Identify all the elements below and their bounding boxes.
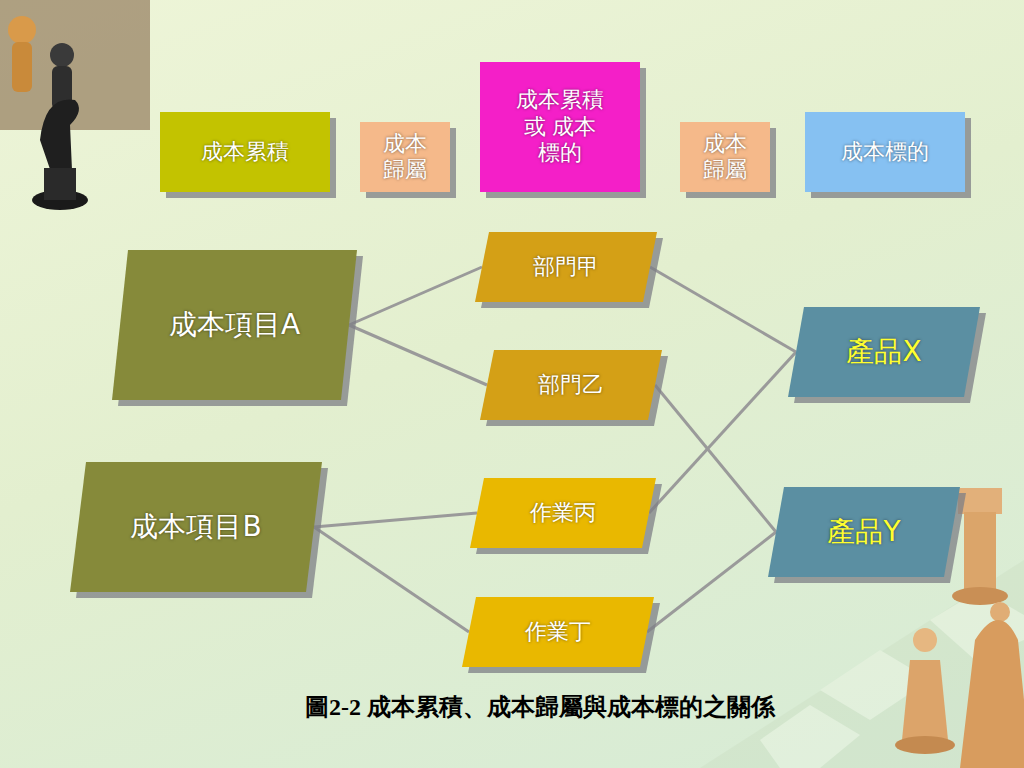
box-label: 作業丁 xyxy=(525,619,591,645)
box-face xyxy=(360,122,450,192)
activity-box: 作業丙 xyxy=(470,478,656,548)
connector-line xyxy=(314,527,469,632)
connector-line xyxy=(349,325,487,385)
box-face xyxy=(70,462,322,592)
connector-line xyxy=(349,267,482,325)
box-label: 成本 歸屬 xyxy=(380,131,431,184)
box-label: 部門乙 xyxy=(538,372,604,398)
header-box: 成本累積 或 成本標的 xyxy=(480,62,640,192)
box-label: 成本累積 xyxy=(201,139,289,165)
department-box: 部門乙 xyxy=(480,350,662,420)
connector-line xyxy=(647,532,776,632)
box-face xyxy=(805,112,965,192)
chessboard xyxy=(700,560,1024,768)
box-label: 成本標的 xyxy=(841,139,929,165)
box-face xyxy=(680,122,770,192)
connector-line xyxy=(314,513,477,527)
box-label: 成本項目B xyxy=(130,510,261,544)
box-face xyxy=(112,250,357,400)
box-label: 產品X xyxy=(846,335,921,369)
product-box: 產品X xyxy=(788,307,980,397)
box-face xyxy=(768,487,960,577)
header-box: 成本 歸屬 xyxy=(680,122,770,192)
header-box: 成本累積 xyxy=(160,112,330,192)
box-face xyxy=(480,350,662,420)
cost-item-box: 成本項目B xyxy=(70,462,322,592)
header-box: 成本 歸屬 xyxy=(360,122,450,192)
connector-line xyxy=(649,352,796,513)
box-face xyxy=(462,597,654,667)
connector-line xyxy=(650,267,796,352)
department-box: 部門甲 xyxy=(475,232,657,302)
box-face xyxy=(475,232,657,302)
box-label: 成本 歸屬 xyxy=(700,131,751,184)
box-face xyxy=(470,478,656,548)
box-label: 成本項目A xyxy=(169,308,300,342)
activity-box: 作業丁 xyxy=(462,597,654,667)
box-label: 部門甲 xyxy=(533,254,599,280)
box-label: 產品Y xyxy=(827,515,900,549)
box-face xyxy=(788,307,980,397)
header-box: 成本標的 xyxy=(805,112,965,192)
product-box: 產品Y xyxy=(768,487,960,577)
figure-caption: 圖2-2 成本累積、成本歸屬與成本標的之關係 xyxy=(120,692,960,723)
connector-line xyxy=(655,385,776,532)
box-face xyxy=(160,112,330,192)
box-face xyxy=(480,62,640,192)
box-label: 成本累積 或 成本標的 xyxy=(513,87,608,166)
cost-item-box: 成本項目A xyxy=(112,250,357,400)
box-label: 作業丙 xyxy=(530,500,596,526)
chess-pieces-top-left xyxy=(0,0,150,210)
